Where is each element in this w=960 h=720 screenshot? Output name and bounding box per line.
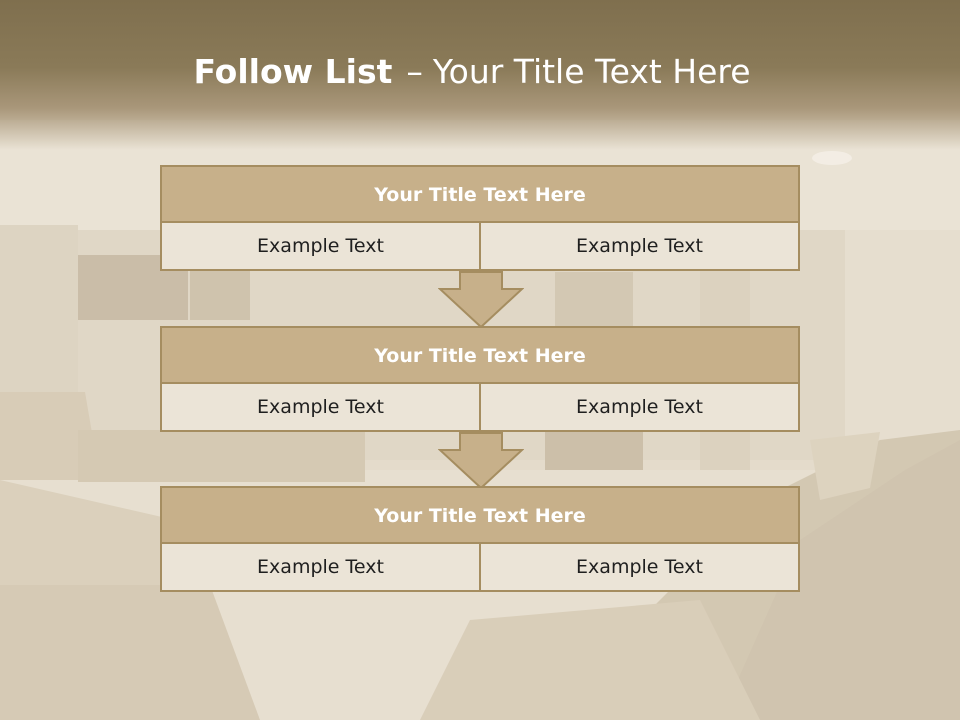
list-block-2: Your Title Text Here Example Text Exampl… bbox=[160, 326, 800, 432]
block-cell-left: Example Text bbox=[162, 223, 479, 269]
block-title: Your Title Text Here bbox=[162, 167, 798, 223]
block-cell-right: Example Text bbox=[479, 223, 798, 269]
block-cell-left: Example Text bbox=[162, 384, 479, 430]
slide-title: Follow List–Your Title Text Here bbox=[0, 52, 944, 91]
slide-title-rest: Your Title Text Here bbox=[432, 52, 751, 91]
block-cell-right: Example Text bbox=[479, 544, 798, 590]
block-row: Example Text Example Text bbox=[162, 544, 798, 590]
down-arrow-icon bbox=[438, 271, 524, 329]
slide-title-dash: – bbox=[406, 52, 423, 91]
slide-title-bold: Follow List bbox=[193, 52, 393, 91]
down-arrow-icon bbox=[438, 432, 524, 490]
block-title: Your Title Text Here bbox=[162, 488, 798, 544]
title-bar bbox=[0, 0, 960, 150]
block-cell-right: Example Text bbox=[479, 384, 798, 430]
block-row: Example Text Example Text bbox=[162, 384, 798, 430]
block-row: Example Text Example Text bbox=[162, 223, 798, 269]
list-block-1: Your Title Text Here Example Text Exampl… bbox=[160, 165, 800, 271]
list-block-3: Your Title Text Here Example Text Exampl… bbox=[160, 486, 800, 592]
block-title: Your Title Text Here bbox=[162, 328, 798, 384]
block-cell-left: Example Text bbox=[162, 544, 479, 590]
